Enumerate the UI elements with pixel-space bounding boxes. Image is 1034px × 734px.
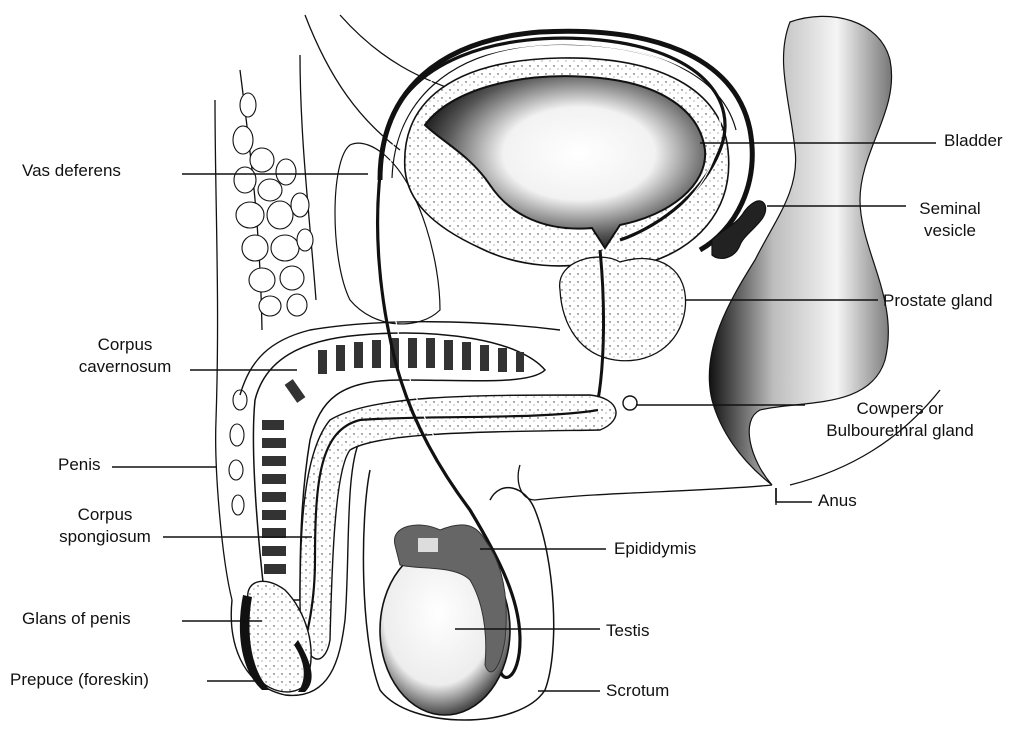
label-penis: Penis (58, 454, 101, 476)
prostate (560, 257, 686, 361)
label-seminal-vesicle-line1: Seminal (900, 198, 1000, 220)
label-glans-of-penis: Glans of penis (22, 608, 131, 630)
label-corpus-spongiosum-line1: Corpus (40, 504, 170, 526)
label-cowpers-gland-line1: Cowpers or (810, 398, 990, 420)
label-epididymis: Epididymis (614, 538, 696, 560)
label-corpus-cavernosum-line1: Corpus (60, 334, 190, 356)
label-corpus-spongiosum: Corpus spongiosum (40, 504, 170, 548)
label-vas-deferens: Vas deferens (22, 160, 121, 182)
label-corpus-spongiosum-line2: spongiosum (40, 526, 170, 548)
label-prepuce: Prepuce (foreskin) (10, 669, 149, 691)
label-cowpers-gland: Cowpers or Bulbourethral gland (810, 398, 990, 442)
label-seminal-vesicle: Seminal vesicle (900, 198, 1000, 242)
label-scrotum: Scrotum (606, 680, 669, 702)
label-corpus-cavernosum: Corpus cavernosum (60, 334, 190, 378)
label-prostate-gland: Prostate gland (883, 290, 993, 312)
label-seminal-vesicle-line2: vesicle (900, 220, 1000, 242)
label-bladder: Bladder (944, 130, 1003, 152)
label-anus: Anus (818, 490, 857, 512)
cowpers-gland-shape (623, 396, 637, 410)
label-corpus-cavernosum-line2: cavernosum (60, 356, 190, 378)
label-cowpers-gland-line2: Bulbourethral gland (810, 420, 990, 442)
label-testis: Testis (606, 620, 649, 642)
